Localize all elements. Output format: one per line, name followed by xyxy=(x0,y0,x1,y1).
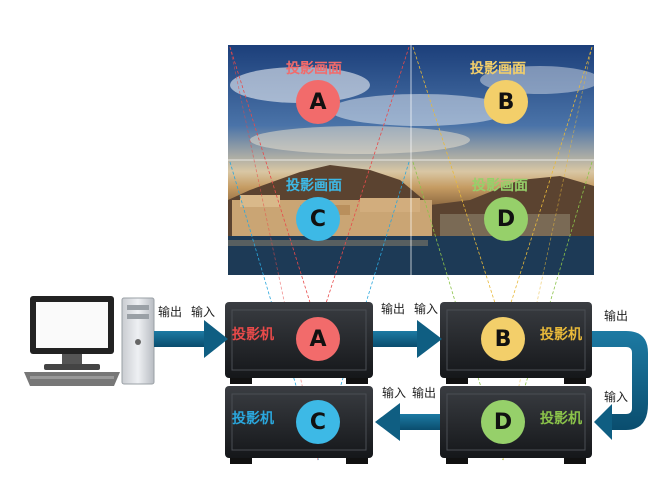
projector-a-output-label: 输出 xyxy=(381,302,406,316)
projector-label-d: 投影机 xyxy=(540,411,582,427)
projector-c-input-label: 输入 xyxy=(382,386,407,400)
projector-a-input-label: 输入 xyxy=(191,305,216,319)
projector-badge-b: B xyxy=(481,317,525,361)
projector-d-output-label: 输出 xyxy=(412,386,437,400)
projector-b-input-label: 输入 xyxy=(414,302,439,316)
screen-label-c: 投影画面 xyxy=(286,178,342,194)
projected-image xyxy=(228,45,600,275)
screen-badge-c: C xyxy=(296,197,340,241)
projector-label-a: 投影机 xyxy=(232,327,274,343)
computer-tower xyxy=(121,297,155,385)
projector-label-c: 投影机 xyxy=(232,411,274,427)
screen-label-d: 投影画面 xyxy=(472,178,528,194)
projector-badge-d: D xyxy=(481,400,525,444)
screen-badge-b: B xyxy=(484,80,528,124)
computer-output-label: 输出 xyxy=(158,305,183,319)
projector-d-input-label: 输入 xyxy=(604,390,629,404)
projector-badge-c: C xyxy=(296,400,340,444)
screen-label-a: 投影画面 xyxy=(286,61,342,77)
signal-flow xyxy=(154,320,648,441)
projector-b-output-label: 输出 xyxy=(604,309,629,323)
projector-badge-a: A xyxy=(296,317,340,361)
computer-monitor xyxy=(24,296,120,386)
screen-badge-d: D xyxy=(484,197,528,241)
screen-badge-a: A xyxy=(296,80,340,124)
projector-label-b: 投影机 xyxy=(540,327,582,343)
screen-label-b: 投影画面 xyxy=(470,61,526,77)
